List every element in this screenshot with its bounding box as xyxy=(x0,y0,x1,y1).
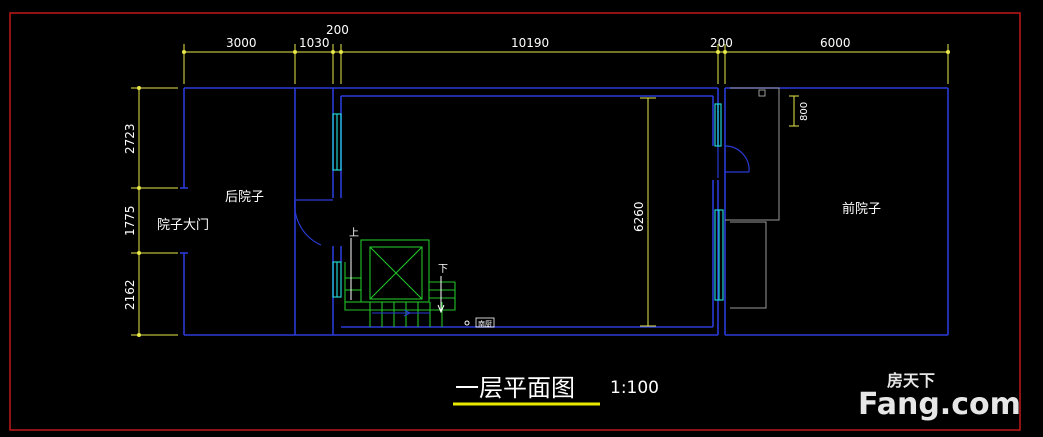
dim-top-5: 200 xyxy=(710,36,733,50)
back-yard-label: 后院子 xyxy=(225,190,264,205)
watermark-bottom: Fang.com xyxy=(858,387,1021,422)
left-dimension-chain xyxy=(131,87,178,336)
left-dimension-ticks xyxy=(137,86,141,337)
front-door xyxy=(717,145,750,178)
stair-down-label: 下 xyxy=(438,264,448,275)
front-porch xyxy=(725,87,780,309)
interior-dimension xyxy=(640,97,656,327)
dim-top-1: 3000 xyxy=(226,36,257,50)
stair-arrows-blue xyxy=(372,309,430,317)
windows xyxy=(332,103,724,301)
stair-arrows xyxy=(350,238,445,314)
top-dimension-chain xyxy=(183,44,949,84)
drawing-title: 一层平面图 xyxy=(455,374,575,402)
dim-top-4: 10190 xyxy=(511,36,549,50)
walls xyxy=(180,87,949,336)
watermark-top: 房天下 xyxy=(887,371,935,390)
stair-up-label: 上 xyxy=(349,227,359,239)
top-dimension-ticks xyxy=(182,50,950,54)
dim-left-2: 1775 xyxy=(123,205,137,236)
side-dimension xyxy=(789,95,799,127)
back-door xyxy=(294,199,333,246)
watermark: 房天下 Fang.com xyxy=(858,371,1021,422)
dim-side: 800 xyxy=(799,102,810,121)
dim-top-2: 1030 xyxy=(299,36,330,50)
drawing-frame xyxy=(9,12,1021,431)
dim-top-6: 6000 xyxy=(820,36,851,50)
dim-left-3: 2162 xyxy=(123,279,137,310)
dim-top-3: 200 xyxy=(326,23,349,37)
drawing-scale: 1:100 xyxy=(610,378,659,398)
wall-tag-label: 南厨 xyxy=(478,319,492,328)
yard-gate-label: 院子大门 xyxy=(157,218,209,233)
stairwell xyxy=(344,239,456,327)
wall-tag xyxy=(464,317,495,328)
front-yard-label: 前院子 xyxy=(842,201,881,217)
dim-left-1: 2723 xyxy=(123,123,137,154)
dim-interior: 6260 xyxy=(632,201,646,232)
